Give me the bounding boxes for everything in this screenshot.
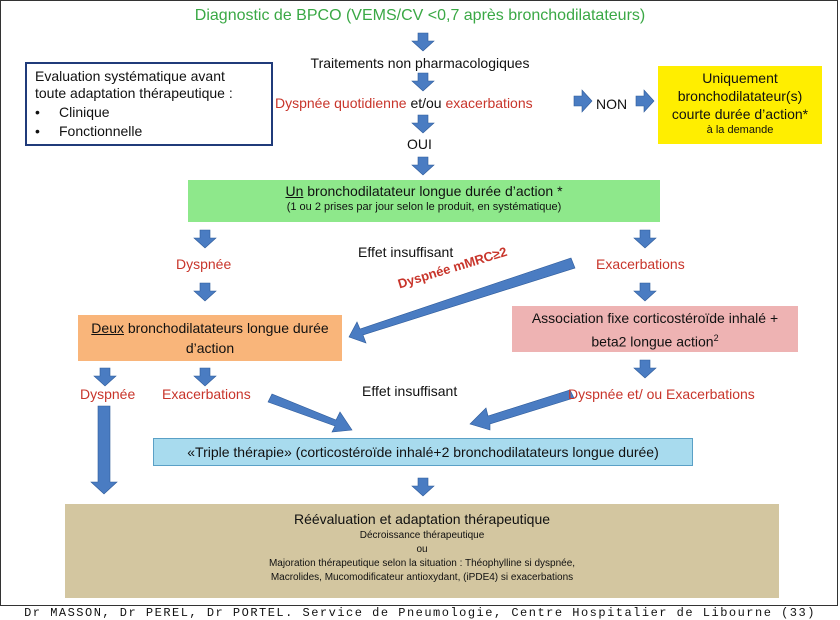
arrow-down-icon [193,229,217,249]
arrow-right-icon [635,89,655,113]
one-main: bronchodilatateur longue durée d’action … [303,183,563,199]
arrow-down-icon [411,156,435,176]
arrow-diagonal-icon [348,257,576,344]
exacerbations-bottom-label: Exacerbations [162,386,251,402]
arrow-diagonal-icon [267,393,353,433]
question-label: Dyspnée quotidienne et/ou exacerbations [275,95,533,111]
short-acting-box: Uniquement bronchodilatateur(s) courte d… [658,66,822,144]
evaluation-box: Evaluation systématique avant toute adap… [25,62,273,146]
two-bronchodilators-box: Deux bronchodilatateurs longue durée d’a… [78,315,342,361]
short-acting-line-3: courte durée d’action* [671,106,809,122]
two-bronchodilators-line-2: d’action [185,340,235,356]
arrow-down-icon [193,282,217,302]
arrow-down-icon [93,367,117,387]
one-bronchodilator-sub: (1 ou 2 prises par jour selon le produit… [286,201,562,213]
footer-credit: Dr MASSON, Dr PEREL, Dr PORTEL. Service … [24,606,816,620]
arrow-down-icon [411,72,435,92]
evaluation-title: Evaluation systématique avant toute adap… [35,68,233,101]
oui-label: OUI [407,136,432,152]
short-acting-line-1: Uniquement [702,70,778,86]
fixed-association-text: beta2 longue action [591,333,714,350]
reevaluation-line-2: ou [416,544,428,555]
two-bronchodilators-line-1: Deux bronchodilatateurs longue durée [78,318,342,338]
reevaluation-title: Réévaluation et adaptation thérapeutique [293,511,551,527]
effet-insuffisant-bottom: Effet insuffisant [362,383,458,399]
short-acting-line-4: à la demande [706,124,774,136]
arrow-diagonal-icon [469,389,575,431]
non-label: NON [596,96,628,112]
arrow-right-icon [573,89,593,113]
arrow-down-icon [411,477,435,497]
arrow-down-icon [193,367,217,387]
effet-insuffisant-top: Effet insuffisant [358,244,454,260]
question-part-2: et/ou [410,95,442,111]
one-bronchodilator-box: Un bronchodilatateur longue durée d’acti… [188,180,660,222]
fixed-association-box: Association fixe corticostéroïde inhalé … [512,306,798,352]
evaluation-item: Fonctionnelle [35,122,142,141]
reevaluation-line-1: Décroissance thérapeutique [359,530,485,541]
page-title: Diagnostic de BPCO (VEMS/CV <0,7 après b… [194,7,646,24]
dyspnee-exacerbations-label: Dyspnée et/ ou Exacerbations [568,386,755,402]
arrow-down-icon [633,229,657,249]
dyspnee-bottom-label: Dyspnée [80,386,136,402]
evaluation-list: Clinique Fonctionnelle [35,103,142,141]
question-part-1: Dyspnée quotidienne [275,95,407,111]
one-bronchodilator-title: Un bronchodilatateur longue durée d’acti… [188,180,660,199]
two-prefix: Deux [91,320,124,336]
question-part-3: exacerbations [445,95,533,111]
diagram-frame [0,0,838,606]
evaluation-item: Clinique [35,103,142,122]
arrows-layer [90,32,657,497]
arrow-down-icon [633,282,657,302]
dyspnee-left-label: Dyspnée [176,256,232,272]
triple-therapy-box: «Triple thérapie» (corticostéroïde inhal… [153,438,693,466]
two-main: bronchodilatateurs longue durée [123,320,329,336]
fixed-association-sup: 2 [713,333,719,343]
exacerbations-right-label: Exacerbations [596,256,685,272]
non-pharma-label: Traitements non pharmacologiques [310,55,530,71]
reevaluation-box: Réévaluation et adaptation thérapeutique… [65,504,779,598]
fixed-association-line-1: Association fixe corticostéroïde inhalé … [531,310,779,326]
short-acting-line-2: bronchodilatateur(s) [677,88,803,104]
fixed-association-line-2: beta2 longue action2 [512,328,798,352]
reevaluation-line-4: Macrolides, Mucomodificateur antioxydant… [270,572,574,583]
arrow-down-icon [411,32,435,52]
reevaluation-line-3: Majoration thérapeutique selon la situat… [268,558,576,569]
arrow-down-long-icon [90,405,118,495]
arrow-down-icon [411,114,435,134]
one-prefix: Un [285,183,304,199]
arrow-down-icon [633,359,657,379]
